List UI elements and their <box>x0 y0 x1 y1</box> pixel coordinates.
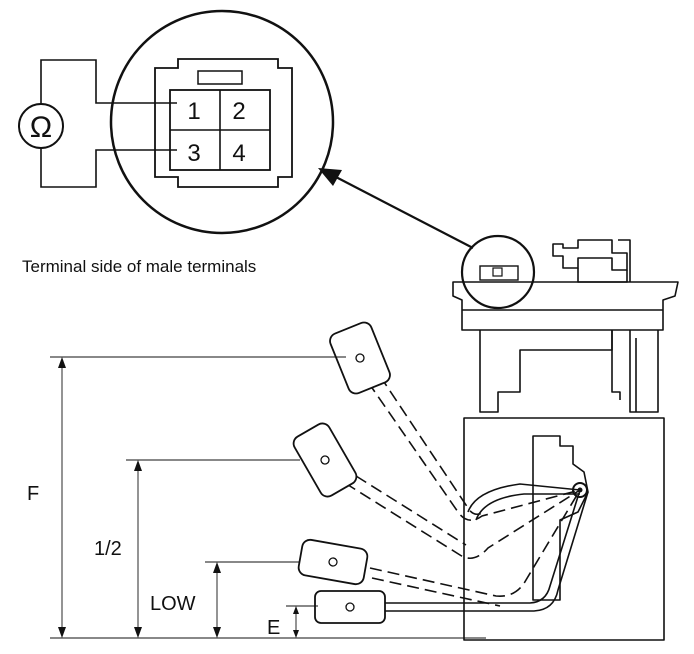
floats <box>292 321 391 624</box>
pump-canister <box>463 417 665 641</box>
connector-location-circle <box>460 234 536 310</box>
float-pivot <box>572 482 588 498</box>
connector-latch <box>197 70 243 85</box>
level-label-low: LOW <box>150 593 196 615</box>
connector-magnified-view <box>109 9 335 235</box>
level-label-empty: E <box>267 617 280 639</box>
connector-housing <box>154 58 293 188</box>
pump-upper-body <box>479 330 613 413</box>
float-empty <box>314 590 386 624</box>
fuel-pump-assembly <box>452 239 679 641</box>
level-label-half: 1/2 <box>94 538 122 560</box>
flange-plate <box>452 281 679 331</box>
float-arm-solid <box>384 483 589 612</box>
ohmmeter-lead-upper <box>40 59 177 104</box>
pointer-arrow <box>318 168 474 249</box>
terminal-1: 1 <box>187 98 200 125</box>
magnifier-circle <box>109 9 335 235</box>
terminal-3: 3 <box>187 140 200 167</box>
terminal-2: 2 <box>232 98 245 125</box>
dimension-arrowheads <box>58 357 299 638</box>
float-arms-dashed <box>344 375 581 607</box>
terminal-4: 4 <box>232 140 245 167</box>
connector-caption: Terminal side of male terminals <box>22 257 256 276</box>
ohmmeter-lead-lower <box>40 148 177 188</box>
float-full <box>329 321 391 395</box>
ohmmeter <box>18 59 177 188</box>
float-half <box>292 422 358 498</box>
float-low <box>297 538 369 586</box>
outlet-fitting <box>552 239 628 271</box>
level-label-full: F <box>27 483 39 505</box>
sender-pivot-housing <box>532 435 589 601</box>
level-dimension-lines <box>50 356 486 639</box>
ohm-symbol: Ω <box>30 111 52 144</box>
